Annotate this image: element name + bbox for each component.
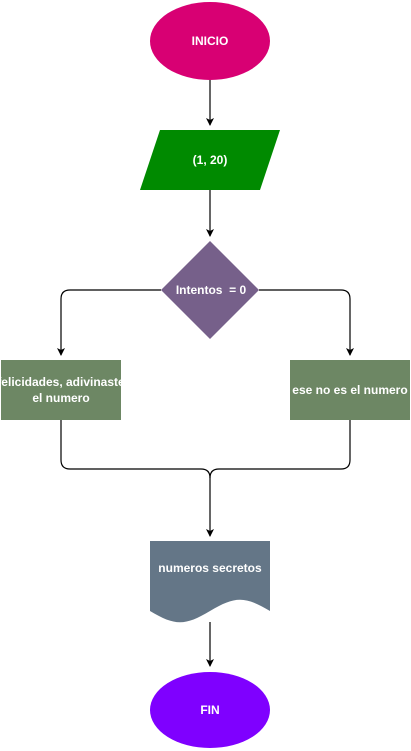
document-shape — [150, 541, 270, 623]
yes-branch-rect — [1, 360, 121, 420]
no-branch-node[interactable]: ese no es el numero — [290, 360, 410, 420]
start-ellipse — [150, 2, 270, 80]
edge-no-to-document — [209, 420, 351, 479]
edge-yes-to-document — [60, 420, 214, 537]
yes-branch-label-line1: felicidades, adivinaste — [0, 375, 125, 389]
end-node[interactable]: FIN — [150, 672, 270, 748]
decision-label: Intentos = 0 — [176, 283, 247, 297]
input-node[interactable]: (1, 20) — [140, 130, 280, 190]
connectors — [57, 80, 354, 667]
start-label: INICIO — [192, 34, 229, 48]
yes-branch-node[interactable]: felicidades, adivinaste el numero — [0, 360, 125, 420]
no-branch-label: ese no es el numero — [292, 383, 407, 397]
document-label: numeros secretos — [158, 561, 262, 575]
decision-diamond — [161, 241, 259, 339]
yes-branch-label-line2: el numero — [32, 391, 89, 405]
decision-node[interactable]: Intentos = 0 — [161, 241, 259, 339]
input-parallelogram — [140, 130, 280, 190]
no-branch-rect — [290, 360, 410, 420]
end-label: FIN — [200, 703, 219, 717]
edge-decision-to-yes — [57, 289, 161, 356]
end-ellipse — [150, 672, 270, 748]
start-node[interactable]: INICIO — [150, 2, 270, 80]
edge-decision-to-no — [259, 289, 354, 356]
input-label: (1, 20) — [193, 153, 228, 167]
document-node[interactable]: numeros secretos — [150, 541, 270, 623]
